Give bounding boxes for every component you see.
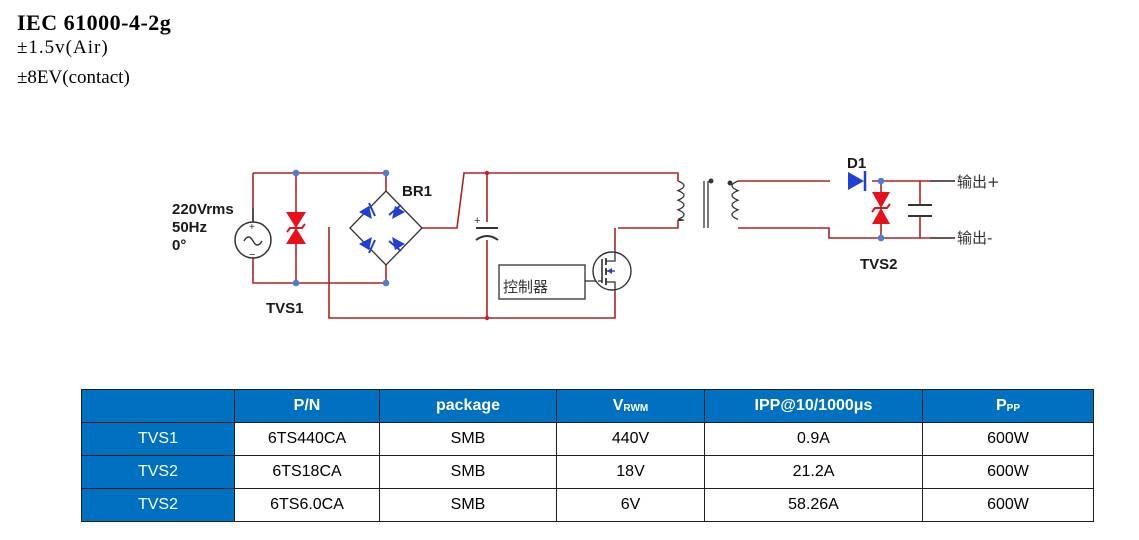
svg-text:0°: 0° [172, 237, 186, 254]
output-minus-label: 输出- [957, 229, 992, 247]
cell-vrwm: 6V [556, 488, 705, 522]
tvs1-symbol [286, 173, 306, 283]
contact-discharge-level: ±8EV(contact) [17, 67, 130, 88]
output-leads [930, 180, 955, 239]
cell-pn: 6TS6.0CA [234, 488, 380, 522]
output-plus-label: 输出+ [957, 173, 1000, 191]
bulk-capacitor-symbol: + [474, 215, 499, 241]
col-header-pn: P/N [234, 389, 380, 423]
bridge-rectifier-symbol: BR1 [349, 183, 432, 266]
controller-block: 控制器 [498, 264, 598, 300]
ac-source-symbol: + − [234, 208, 272, 261]
svg-text:+: + [474, 215, 480, 227]
source-spec-label: 220Vrms 50Hz 0° [172, 201, 234, 254]
svg-text:−: − [249, 249, 255, 261]
svg-text:+: + [249, 222, 255, 233]
tvs-spec-table: P/N package VRWM IPP@10/1000μs PPP TVS1 … [81, 389, 1094, 522]
tvs1-label: TVS1 [266, 300, 304, 317]
cell-package: SMB [379, 422, 557, 456]
col-header-package: package [379, 389, 557, 423]
cell-ppp: 600W [922, 422, 1094, 456]
cell-pn: 6TS440CA [234, 422, 380, 456]
transformer-symbol [676, 178, 740, 228]
mosfet-symbol [592, 250, 632, 292]
corner-cell [81, 389, 235, 423]
svg-text:BR1: BR1 [402, 183, 432, 200]
wires [252, 172, 955, 319]
col-header-vrwm: VRWM [556, 389, 705, 423]
table-row: TVS1 6TS440CA SMB 440V 0.9A 600W [81, 422, 1094, 456]
table-row: TVS2 6TS18CA SMB 18V 21.2A 600W [81, 455, 1094, 489]
row-name: TVS2 [81, 455, 235, 489]
table-header-row: P/N package VRWM IPP@10/1000μs PPP [81, 389, 1094, 423]
cell-ppp: 600W [922, 455, 1094, 489]
cell-package: SMB [379, 455, 557, 489]
output-capacitor-symbol [908, 204, 932, 217]
cell-vrwm: 440V [556, 422, 705, 456]
tvs2-label: TVS2 [860, 256, 898, 273]
svg-text:220Vrms: 220Vrms [172, 201, 234, 218]
standard-title: IEC 61000-4-2g [17, 10, 172, 35]
cell-ipp: 58.26A [704, 488, 923, 522]
svg-text:D1: D1 [847, 155, 866, 172]
svg-text:控制器: 控制器 [503, 278, 548, 296]
cell-ppp: 600W [922, 488, 1094, 522]
row-name: TVS1 [81, 422, 235, 456]
cell-ipp: 0.9A [704, 422, 923, 456]
output-diode-symbol: D1 [847, 155, 867, 191]
cell-vrwm: 18V [556, 455, 705, 489]
svg-text:50Hz: 50Hz [172, 219, 207, 236]
cell-package: SMB [379, 488, 557, 522]
air-discharge-level: ±1.5v(Air) [17, 37, 109, 58]
col-header-ipp: IPP@10/1000μs [704, 389, 923, 423]
table-row: TVS2 6TS6.0CA SMB 6V 58.26A 600W [81, 488, 1094, 522]
tvs2-symbol [871, 181, 891, 238]
col-header-ppp: PPP [922, 389, 1094, 423]
circuit-diagram: + − 220Vrms 50Hz 0° TVS1 BR1 [172, 155, 1000, 321]
row-name: TVS2 [81, 488, 235, 522]
wire-junctions [484, 170, 490, 321]
junction-nodes [292, 169, 885, 287]
cell-ipp: 21.2A [704, 455, 923, 489]
cell-pn: 6TS18CA [234, 455, 380, 489]
